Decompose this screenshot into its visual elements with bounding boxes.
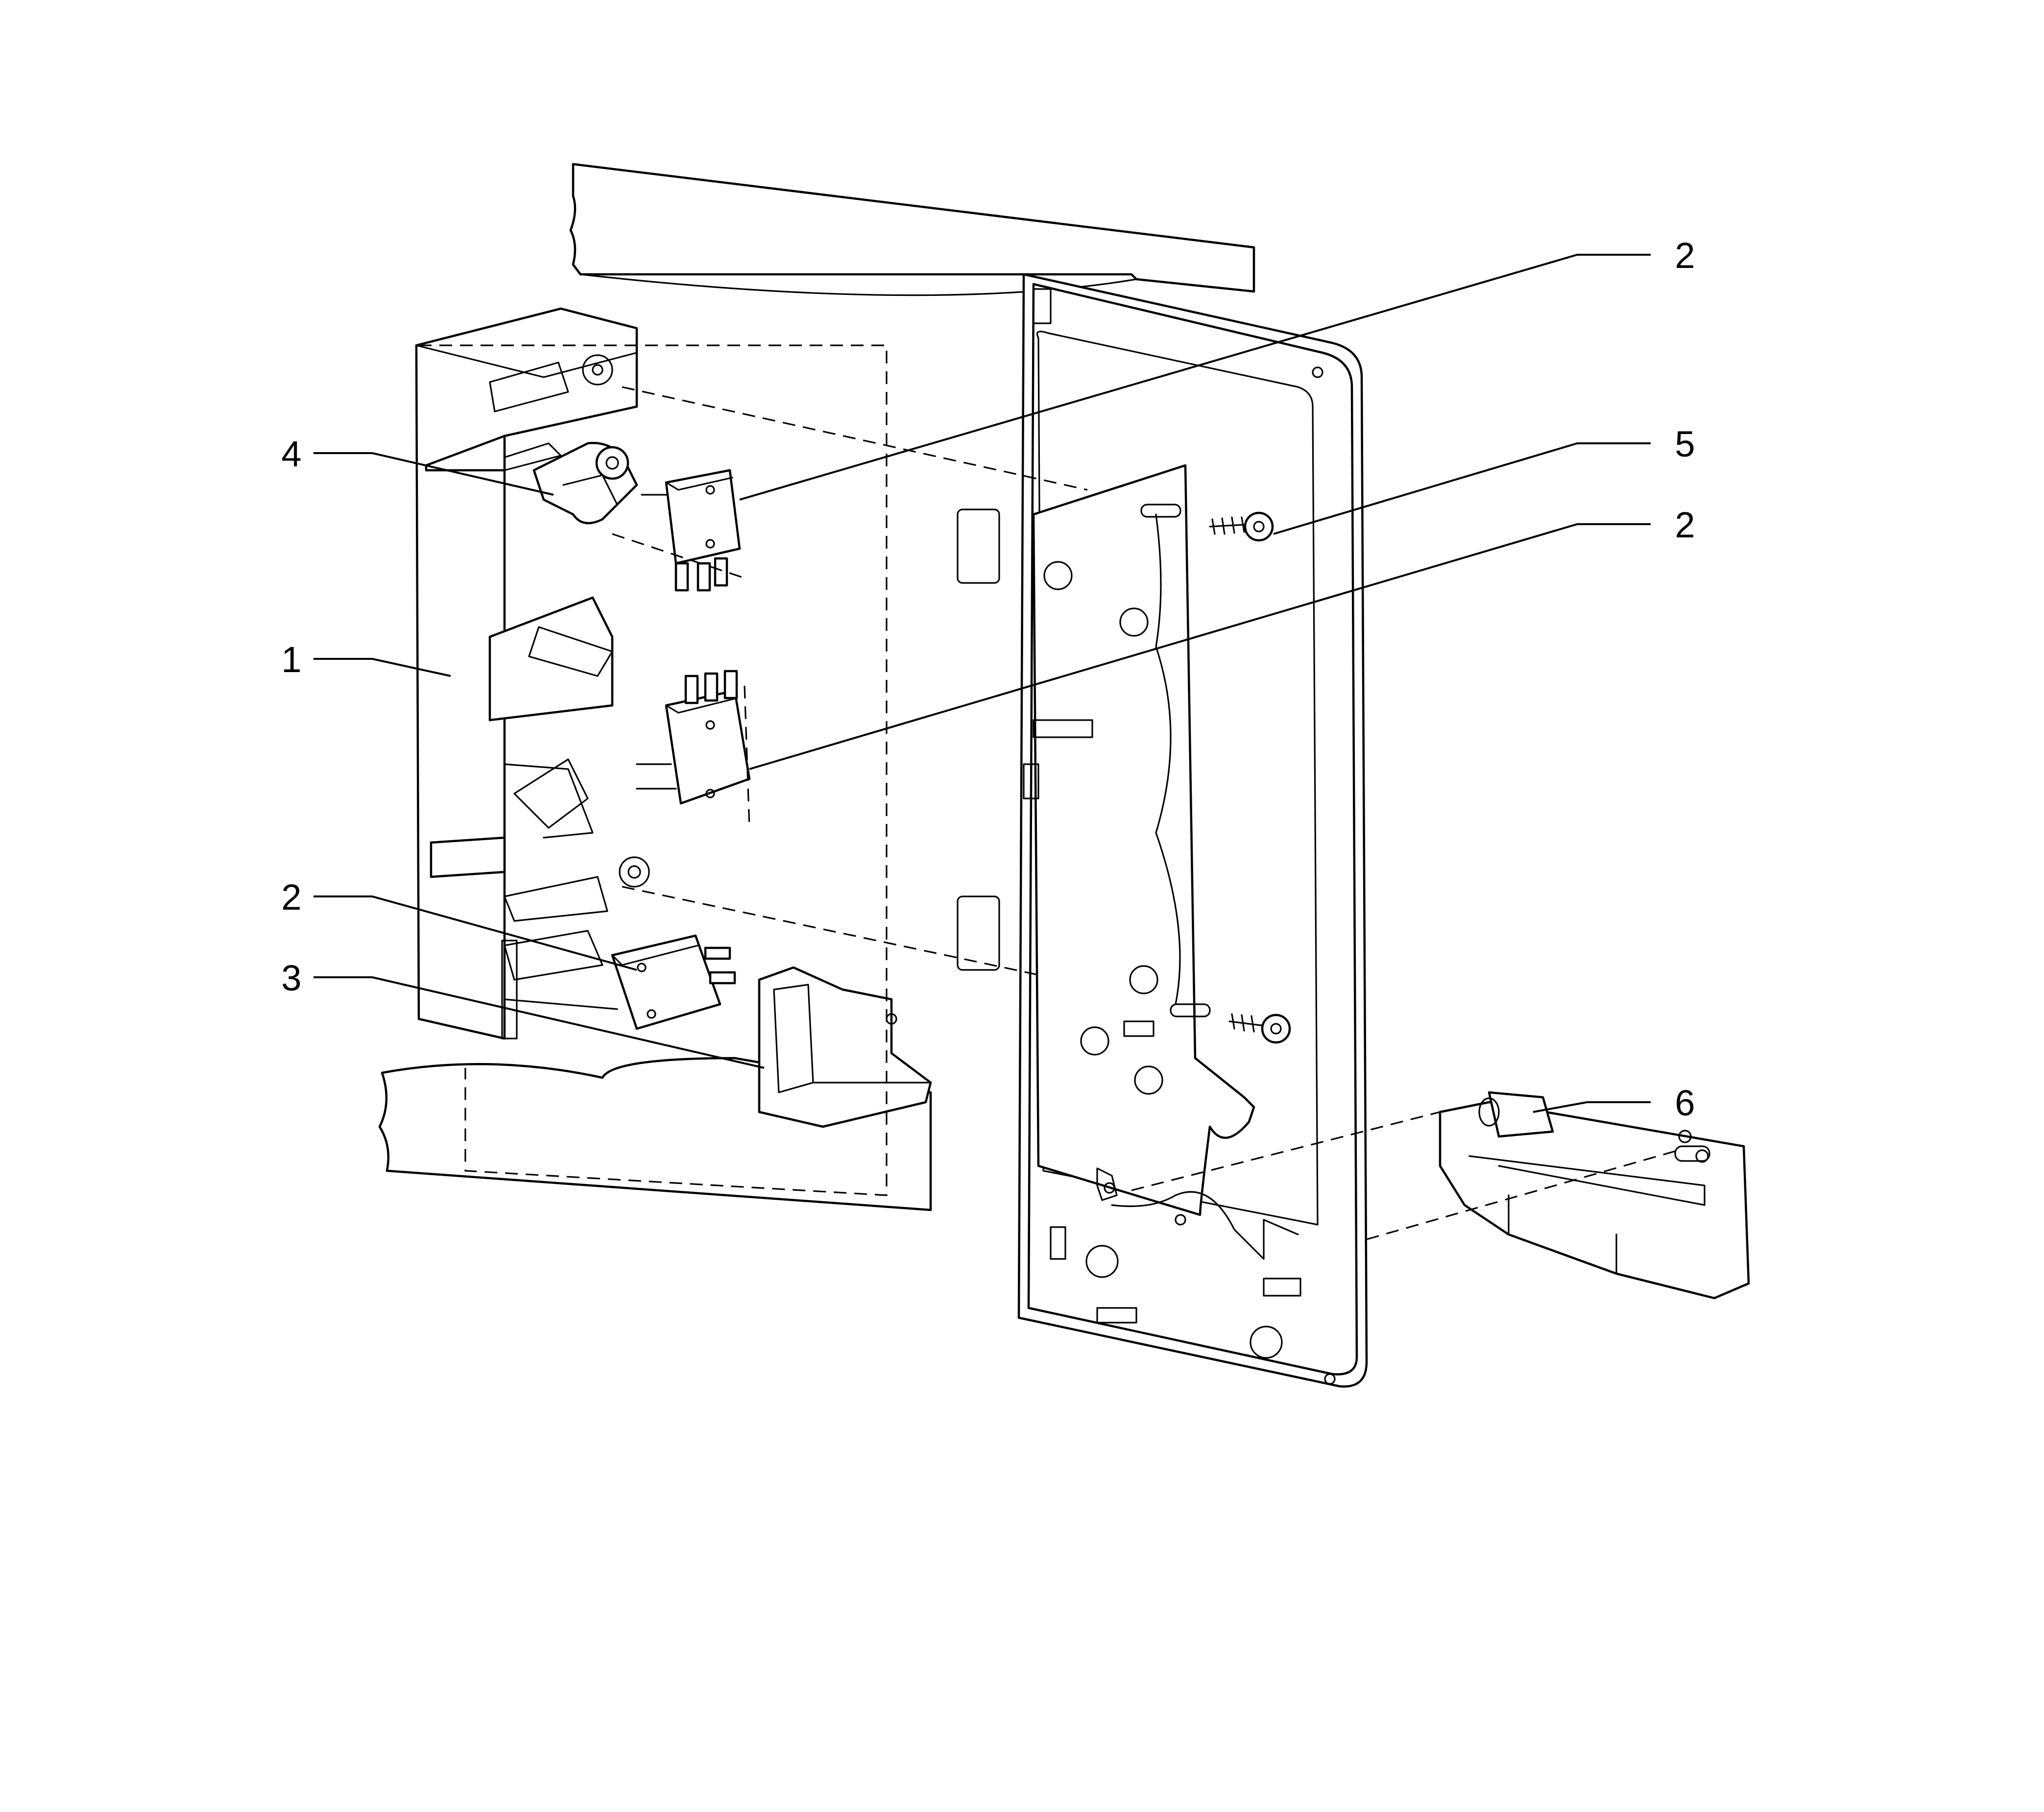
callout-bracket: 3 xyxy=(281,958,301,998)
microswitch-bottom xyxy=(611,934,736,1030)
callout-sensor: 6 xyxy=(1675,1083,1695,1123)
sensor-assembly xyxy=(1439,1091,1750,1300)
lever xyxy=(532,442,638,525)
callout-microswitch-top: 2 xyxy=(1675,235,1695,276)
switch-housing xyxy=(415,307,650,1040)
callout-screw: 5 xyxy=(1675,424,1695,464)
screw-lower xyxy=(1228,1013,1291,1044)
leader-lines xyxy=(313,254,1651,1113)
screw-upper xyxy=(1209,511,1274,542)
callout-housing: 1 xyxy=(281,639,301,680)
cabinet-bottom-rail xyxy=(378,1057,932,1211)
callout-microswitch-middle: 2 xyxy=(1675,505,1695,545)
callout-microswitch-bottom: 2 xyxy=(281,877,301,918)
cabinet-top-rail xyxy=(569,163,1255,296)
microswitch-middle xyxy=(636,670,751,805)
door-panel xyxy=(957,273,1368,1388)
callout-lever: 4 xyxy=(281,434,301,474)
microswitch-top xyxy=(641,469,741,592)
alignment-lines xyxy=(419,344,1676,1240)
bracket xyxy=(758,966,932,1128)
